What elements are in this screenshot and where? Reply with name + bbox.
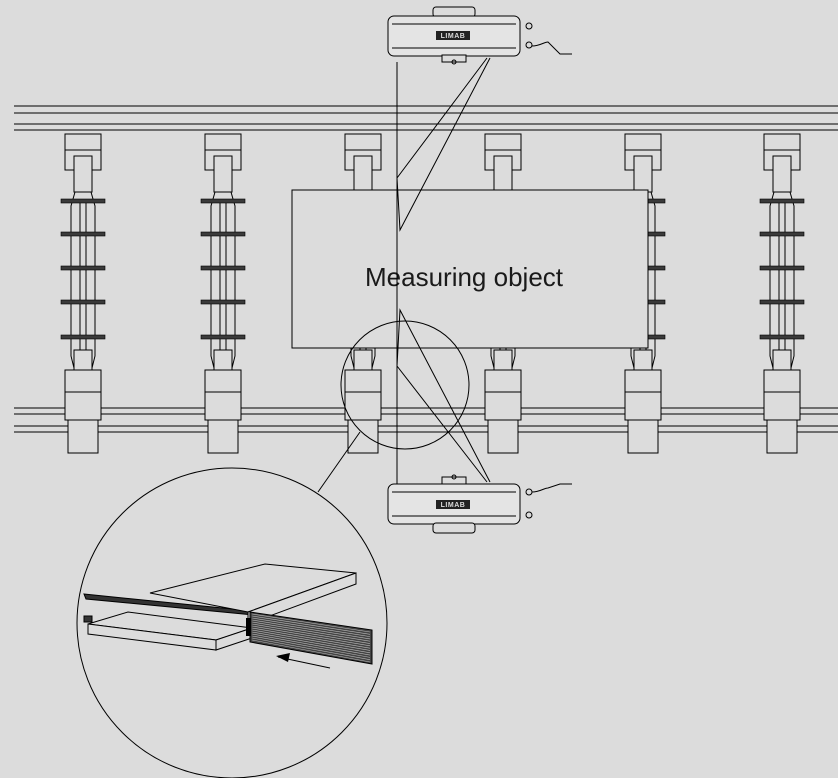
conveyor-roller	[60, 133, 106, 454]
top-sensor-brand: LIMAB	[441, 33, 466, 40]
lower-rail	[14, 407, 838, 433]
bottom-laser-sensor: LIMAB	[387, 474, 572, 534]
measuring-object: Measuring object	[291, 189, 649, 349]
upper-rail	[14, 105, 838, 131]
conveyor-roller	[200, 133, 246, 454]
detail-magnifier	[76, 320, 470, 778]
top-laser-sensor: LIMAB	[387, 6, 572, 65]
bottom-sensor-brand: LIMAB	[441, 502, 466, 509]
laser-beams	[396, 57, 491, 484]
measuring-object-label: Measuring object	[365, 262, 564, 292]
conveyor-roller	[759, 133, 805, 454]
detail-edge-sensor-view	[83, 563, 373, 669]
